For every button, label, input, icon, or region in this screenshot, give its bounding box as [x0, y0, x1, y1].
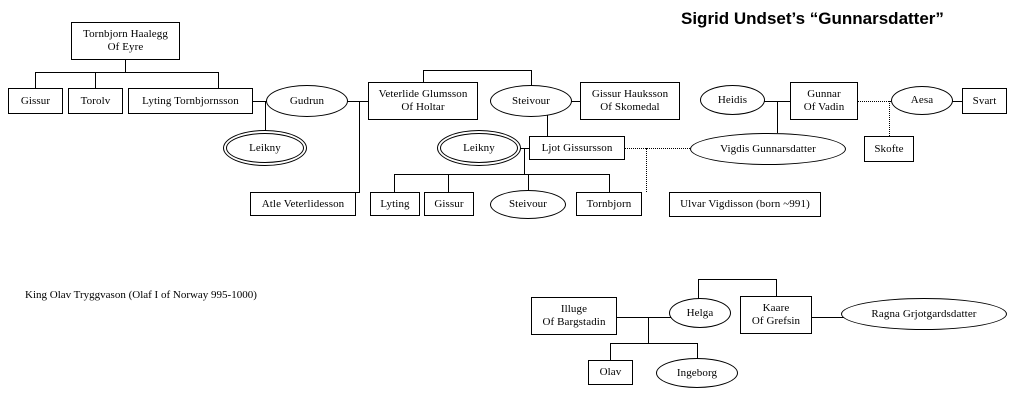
conn-aesa-svart — [951, 101, 963, 102]
conn-tornbjorn2-drop — [609, 174, 610, 192]
node-ljot-gissursson[interactable]: Ljot Gissursson — [529, 136, 625, 160]
conn-gissur2-drop — [448, 174, 449, 192]
conn-ingeborg-drop — [697, 343, 698, 359]
node-gissur-2[interactable]: Gissur — [424, 192, 474, 216]
conn-bottom-bar — [610, 343, 697, 344]
node-olav[interactable]: Olav — [588, 360, 633, 385]
node-tornbjorn-2[interactable]: Tornbjorn — [576, 192, 642, 216]
conn-gunnar-aesa-dotted — [858, 101, 893, 102]
conn-lyting-gudrun — [253, 101, 267, 102]
node-gissur-hauksson[interactable]: Gissur Hauksson Of Skomedal — [580, 82, 680, 120]
node-leikny-2[interactable]: Leikny — [440, 133, 518, 163]
node-steivour-2[interactable]: Steivour — [490, 190, 566, 219]
node-ragna-grjotgardsdatter[interactable]: Ragna Grjotgardsdatter — [841, 298, 1007, 330]
node-tornbjorn-haalegg[interactable]: Tornbjorn Haalegg Of Eyre — [71, 22, 180, 60]
node-kaare-of-grefsin[interactable]: Kaare Of Grefsin — [740, 296, 812, 334]
conn-bottom-stem — [648, 317, 649, 343]
conn-ulvar-up-dotted — [646, 148, 647, 192]
conn-lyting2-drop — [394, 174, 395, 192]
node-skofte[interactable]: Skofte — [864, 136, 914, 162]
conn-lyting-drop — [218, 72, 219, 88]
king-olav-note: King Olav Tryggvason (Olaf I of Norway 9… — [25, 289, 257, 301]
node-vigdis-gunnarsdatter[interactable]: Vigdis Gunnarsdatter — [690, 133, 846, 165]
conn-leikny1-up — [265, 101, 266, 134]
node-veterlide-glumsson[interactable]: Veterlide Glumsson Of Holtar — [368, 82, 478, 120]
conn-sibbar-veterlide — [423, 70, 531, 71]
conn-gudrun-veterlide — [347, 101, 369, 102]
conn-kids-stem — [524, 148, 525, 174]
node-heidis[interactable]: Heidis — [700, 85, 765, 115]
node-leikny-1[interactable]: Leikny — [226, 133, 304, 163]
conn-kaare-ragna — [812, 317, 844, 318]
conn-steivour1-up — [531, 70, 532, 86]
node-ingeborg[interactable]: Ingeborg — [656, 358, 738, 388]
node-atle-veterlidesson[interactable]: Atle Veterlidesson — [250, 192, 356, 216]
conn-torolv-drop — [95, 72, 96, 88]
conn-kaare-sib-up — [776, 279, 777, 297]
conn-olav-drop — [610, 343, 611, 361]
conn-kids-bar — [394, 174, 609, 175]
conn-steivour2-drop — [528, 174, 529, 190]
conn-vigdis-up — [777, 101, 778, 133]
page-title: Sigrid Undset’s “Gunnarsdatter” — [681, 9, 944, 28]
conn-haalegg-bar — [35, 72, 218, 73]
node-helga[interactable]: Helga — [669, 298, 731, 328]
node-svart[interactable]: Svart — [962, 88, 1007, 114]
node-ulvar-vigdisson[interactable]: Ulvar Vigdisson (born ~991) — [669, 192, 821, 217]
node-gissur-1[interactable]: Gissur — [8, 88, 63, 114]
node-gudrun[interactable]: Gudrun — [266, 85, 348, 117]
conn-helga-sib-up — [698, 279, 699, 299]
conn-veterlide-up — [423, 70, 424, 82]
node-aesa[interactable]: Aesa — [891, 86, 953, 115]
node-lyting-tornbjornsson[interactable]: Lyting Tornbjornsson — [128, 88, 253, 114]
conn-ljot-vigdis-dotted — [625, 148, 692, 149]
node-torolv[interactable]: Torolv — [68, 88, 123, 114]
conn-haalegg-stem — [125, 60, 126, 72]
conn-steivour1-gissurh — [570, 101, 581, 102]
conn-skofte-up-dotted — [889, 101, 890, 136]
node-illuge-of-bargstadin[interactable]: Illuge Of Bargstadin — [531, 297, 617, 335]
node-gunnar-of-vadin[interactable]: Gunnar Of Vadin — [790, 82, 858, 120]
node-steivour-1[interactable]: Steivour — [490, 85, 572, 117]
conn-illuge-helga — [617, 317, 671, 318]
conn-helga-sibbar — [698, 279, 776, 280]
conn-gissurh-ljot — [547, 101, 548, 136]
conn-gissur1-drop — [35, 72, 36, 88]
node-lyting-2[interactable]: Lyting — [370, 192, 420, 216]
conn-atle-up — [359, 101, 360, 192]
